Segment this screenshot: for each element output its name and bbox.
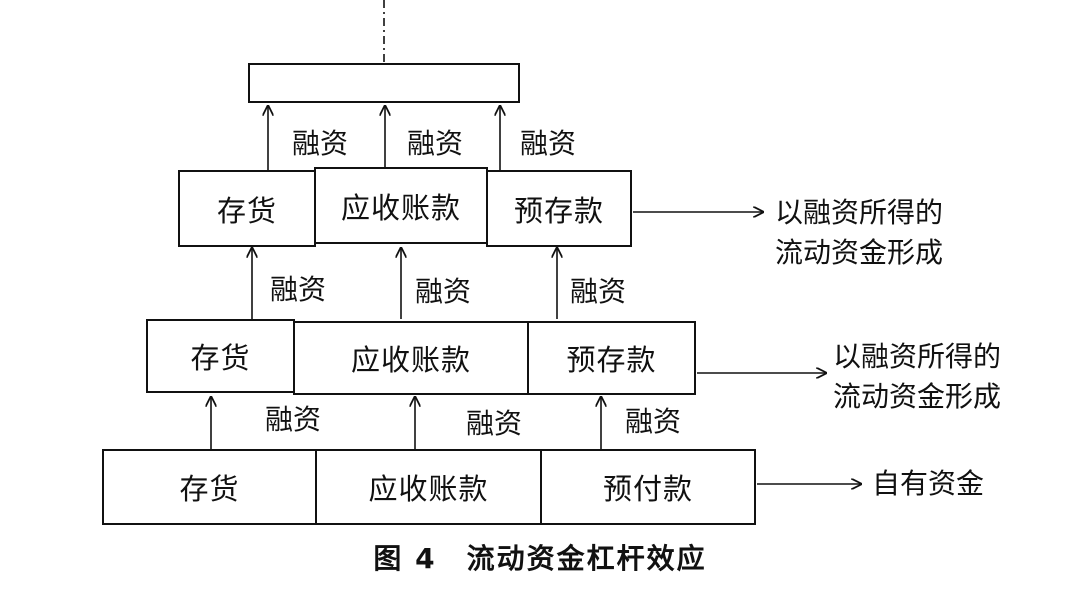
tier1-box-inventory: 存货 xyxy=(102,449,317,525)
tier2-result-text: 以融资所得的 流动资金形成 xyxy=(833,340,1002,413)
top-box xyxy=(248,63,520,103)
financing-label: 融资 xyxy=(407,127,464,160)
tier2-box-receivables: 应收账款 xyxy=(293,321,529,395)
tier1-box-prepayments: 预付款 xyxy=(540,449,756,525)
financing-label: 融资 xyxy=(270,273,327,306)
financing-label: 融资 xyxy=(625,405,682,438)
tier2-box-inventory: 存货 xyxy=(146,319,295,393)
tier1-box-receivables: 应收账款 xyxy=(315,449,542,525)
tier3-box-receivables: 应收账款 xyxy=(314,167,488,244)
tier3-result-text: 以融资所得的 流动资金形成 xyxy=(775,196,944,269)
financing-label: 融资 xyxy=(466,407,523,440)
figure-caption: 图 4 流动资金杠杆效应 xyxy=(373,542,707,575)
financing-label: 融资 xyxy=(520,127,577,160)
tier3-box-inventory: 存货 xyxy=(178,170,316,247)
tier1-result-text: 自有资金 xyxy=(872,467,985,500)
tier2-box-deposits: 预存款 xyxy=(527,321,696,395)
financing-label: 融资 xyxy=(570,275,627,308)
financing-label: 融资 xyxy=(292,127,349,160)
tier3-box-deposits: 预存款 xyxy=(486,170,632,247)
financing-label: 融资 xyxy=(415,275,472,308)
financing-label: 融资 xyxy=(265,403,322,436)
